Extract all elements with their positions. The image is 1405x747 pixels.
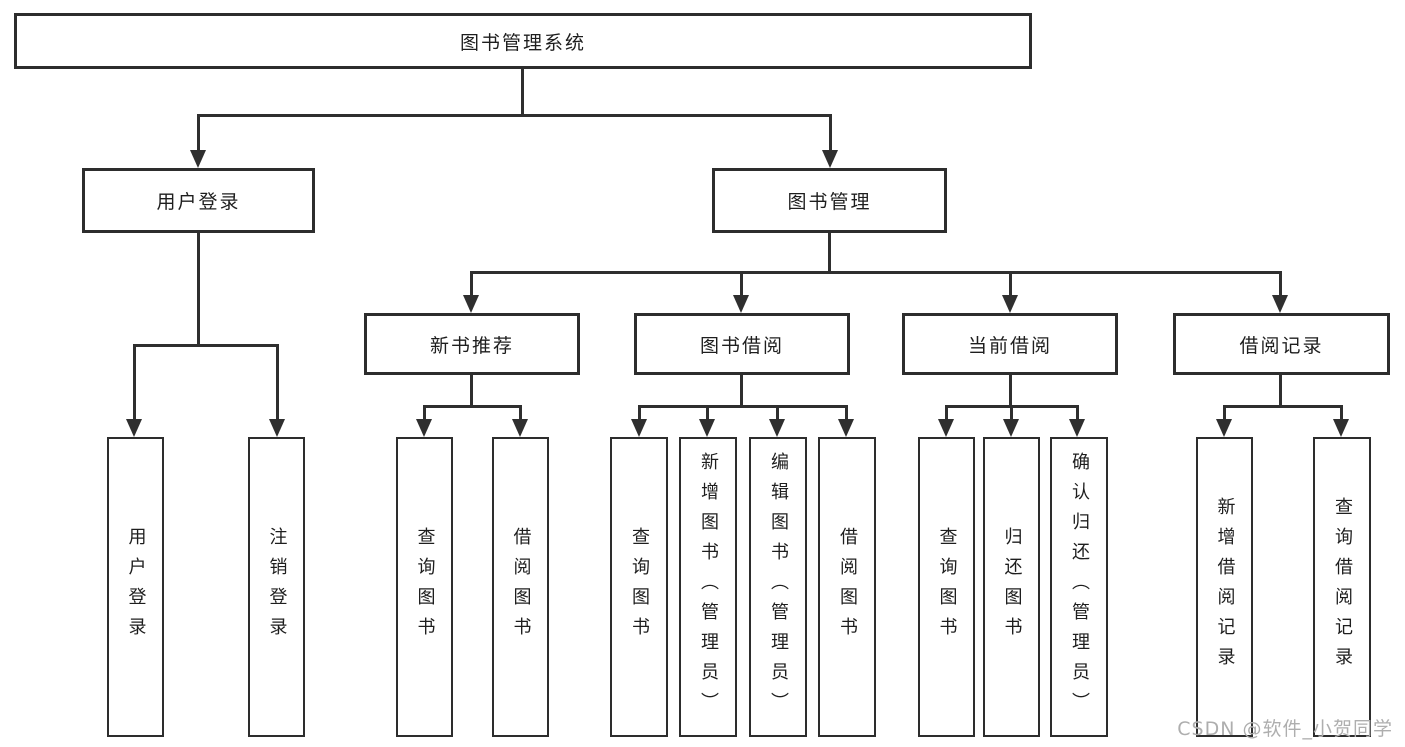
connector-line xyxy=(519,405,522,422)
arrow-down-icon xyxy=(269,419,285,437)
arrow-down-icon xyxy=(126,419,142,437)
arrow-down-icon xyxy=(838,419,854,437)
leaf-confirm-return-admin: 确认归还（管理员） xyxy=(1050,437,1108,737)
connector-line xyxy=(1223,405,1342,408)
leaf-query-books-borrow: 查询图书 xyxy=(610,437,668,737)
arrow-down-icon xyxy=(1069,419,1085,437)
connector-line xyxy=(828,233,831,274)
connector-line xyxy=(521,69,524,116)
arrow-down-icon xyxy=(1333,419,1349,437)
connector-line xyxy=(845,405,848,422)
connector-line xyxy=(470,271,473,297)
node-user-login: 用户登录 xyxy=(82,168,315,233)
connector-line xyxy=(829,114,832,154)
arrow-down-icon xyxy=(733,295,749,313)
connector-line xyxy=(1279,271,1282,297)
arrow-down-icon xyxy=(938,419,954,437)
leaf-query-borrow-record: 查询借阅记录 xyxy=(1313,437,1371,737)
connector-line xyxy=(133,344,136,422)
node-book-borrow: 图书借阅 xyxy=(634,313,850,375)
connector-line xyxy=(1010,405,1013,422)
arrow-down-icon xyxy=(1216,419,1232,437)
leaf-query-books-current: 查询图书 xyxy=(918,437,975,737)
node-new-book-recommend: 新书推荐 xyxy=(364,313,580,375)
connector-line xyxy=(1009,375,1012,408)
connector-line xyxy=(638,405,641,422)
connector-line xyxy=(470,375,473,408)
arrow-down-icon xyxy=(416,419,432,437)
leaf-add-borrow-record: 新增借阅记录 xyxy=(1196,437,1253,737)
node-borrow-records: 借阅记录 xyxy=(1173,313,1390,375)
connector-line xyxy=(197,233,200,347)
arrow-down-icon xyxy=(463,295,479,313)
arrow-down-icon xyxy=(1003,419,1019,437)
arrow-down-icon xyxy=(822,150,838,168)
node-root: 图书管理系统 xyxy=(14,13,1032,69)
connector-line xyxy=(133,344,279,347)
connector-line xyxy=(470,271,1281,274)
leaf-borrow-books: 借阅图书 xyxy=(818,437,876,737)
connector-line xyxy=(740,375,743,408)
leaf-borrow-books-recommend: 借阅图书 xyxy=(492,437,549,737)
leaf-edit-books-admin: 编辑图书（管理员） xyxy=(749,437,807,737)
arrow-down-icon xyxy=(190,150,206,168)
node-current-borrow: 当前借阅 xyxy=(902,313,1118,375)
leaf-return-books: 归还图书 xyxy=(983,437,1040,737)
arrow-down-icon xyxy=(1002,295,1018,313)
arrow-down-icon xyxy=(699,419,715,437)
connector-line xyxy=(423,405,522,408)
watermark-text: CSDN @软件_小贺同学 xyxy=(1177,718,1393,740)
arrow-down-icon xyxy=(769,419,785,437)
leaf-user-login: 用户登录 xyxy=(107,437,164,737)
node-book-management: 图书管理 xyxy=(712,168,947,233)
arrow-down-icon xyxy=(631,419,647,437)
leaf-query-books-recommend: 查询图书 xyxy=(396,437,453,737)
connector-line xyxy=(1279,375,1282,408)
connector-line xyxy=(423,405,426,422)
connector-line xyxy=(1340,405,1343,422)
connector-line xyxy=(1009,271,1012,297)
connector-line xyxy=(276,344,279,422)
connector-line xyxy=(945,405,948,422)
leaf-logout: 注销登录 xyxy=(248,437,305,737)
connector-line xyxy=(1223,405,1226,422)
connector-line xyxy=(776,405,779,422)
leaf-add-books-admin: 新增图书（管理员） xyxy=(679,437,737,737)
connector-line xyxy=(706,405,709,422)
connector-line xyxy=(197,114,200,154)
connector-line xyxy=(638,405,848,408)
arrow-down-icon xyxy=(512,419,528,437)
connector-line xyxy=(1076,405,1079,422)
connector-line xyxy=(740,271,743,297)
arrow-down-icon xyxy=(1272,295,1288,313)
connector-line xyxy=(197,114,832,117)
